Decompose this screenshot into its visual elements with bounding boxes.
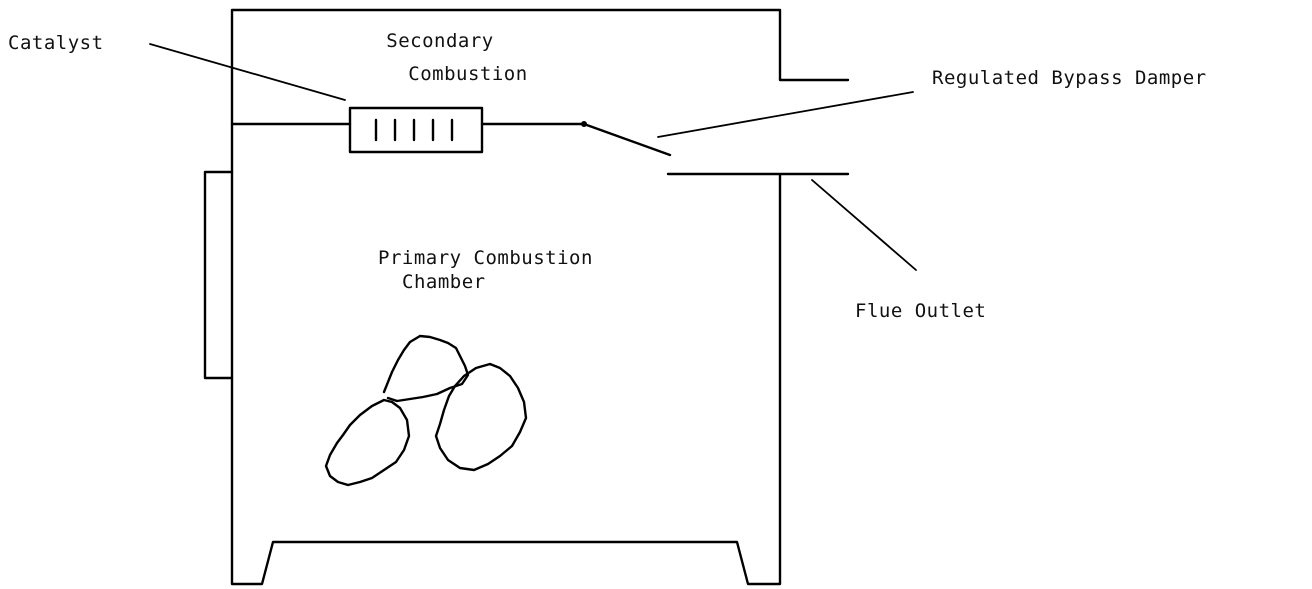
primary-combustion-label-line1: Primary Combustion [378, 247, 593, 269]
log-top [382, 334, 470, 403]
catalyst-box [348, 106, 484, 154]
loading-door [203, 170, 234, 380]
secondary-combustion-label-line1: Secondary [386, 30, 494, 52]
catalyst-label: Catalyst [8, 32, 104, 54]
bypass-damper [582, 122, 672, 157]
secondary-combustion-label-line2: Combustion [408, 63, 528, 85]
primary-combustion-label-line2: Chamber [402, 271, 486, 293]
stove-body [230, 8, 850, 586]
damper-label: Regulated Bypass Damper [932, 67, 1207, 89]
flue-outlet-label: Flue Outlet [855, 300, 987, 322]
log-right [434, 362, 528, 472]
log-left [324, 398, 411, 487]
catalyst-cells [374, 118, 454, 142]
damper-leader [657, 91, 914, 138]
flue-leader [811, 179, 917, 271]
catalyst-leader [149, 43, 346, 101]
